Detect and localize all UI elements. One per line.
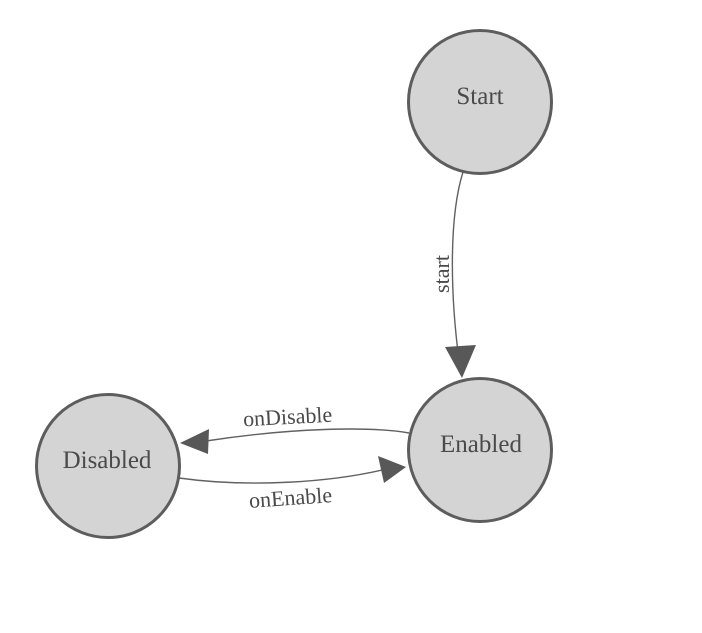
node-start-label: Start [456,83,503,110]
arrowhead-right-icon [378,456,406,483]
edge-label-start: start [429,255,454,293]
edge-disabled-to-enabled: onEnable [178,456,406,513]
arrowhead-down-icon [445,345,476,378]
edge-start-to-enabled: start [429,171,476,378]
arrowhead-left-icon [180,429,209,454]
edge-label-onenable: onEnable [248,482,333,513]
node-enabled-circle[interactable] [407,377,553,523]
node-start-circle[interactable] [407,29,553,175]
node-enabled[interactable]: Enabled [407,377,553,523]
edge-label-ondisable: onDisable [242,402,332,432]
node-disabled-circle[interactable] [35,393,181,539]
edge-enabled-to-disabled: onDisable [180,402,410,454]
node-enabled-label: Enabled [440,431,522,458]
edge-line [178,469,383,484]
node-disabled[interactable]: Disabled [35,393,181,539]
node-disabled-label: Disabled [63,447,152,474]
node-start[interactable]: Start [407,29,553,175]
edge-line [205,428,410,442]
edge-line [451,171,464,361]
